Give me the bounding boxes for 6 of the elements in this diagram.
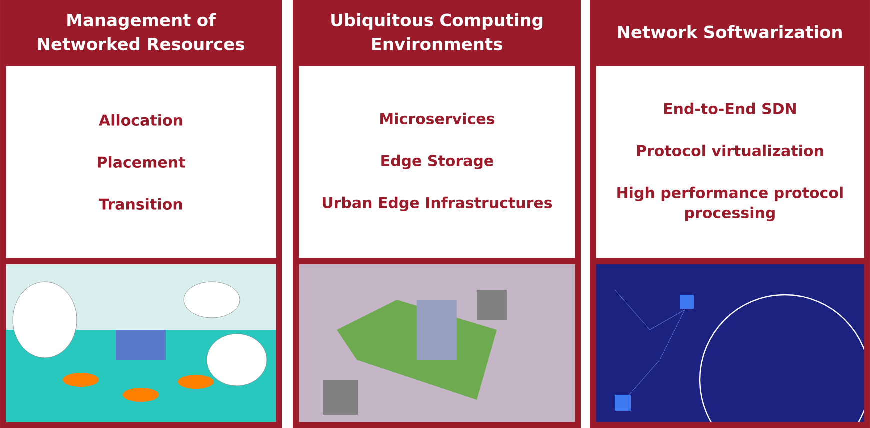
text-box: Microservices Edge Storage Urban Edge Infrastructures	[299, 66, 576, 258]
text-box: Allocation Placement Transition	[6, 66, 276, 258]
illustration-drawing	[6, 264, 276, 422]
text-box: End-to-End SDN Protocol virtualization High performance protocol processing	[596, 66, 864, 258]
illustration-drawing	[299, 264, 576, 422]
illustration-drawing	[596, 264, 864, 422]
